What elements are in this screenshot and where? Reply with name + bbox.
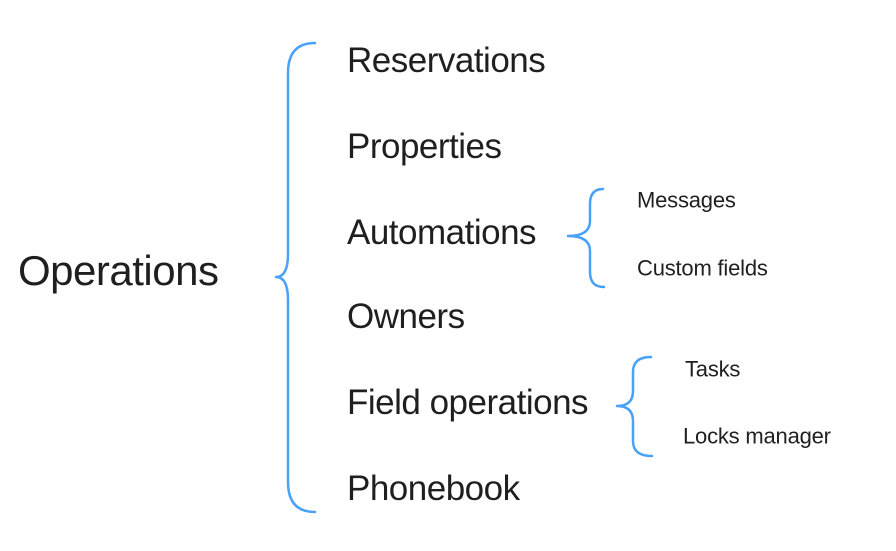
brace-field-operations — [615, 355, 654, 458]
node-locks-manager: Locks manager — [683, 423, 831, 449]
brace-operations — [274, 41, 317, 514]
node-tasks: Tasks — [685, 356, 741, 382]
node-operations: Operations — [18, 247, 219, 295]
brace-automations — [566, 187, 606, 289]
node-custom-fields: Custom fields — [637, 255, 768, 281]
node-automations: Automations — [347, 212, 537, 252]
node-phonebook: Phonebook — [347, 468, 520, 508]
node-properties: Properties — [347, 126, 502, 166]
node-field-operations: Field operations — [347, 382, 589, 422]
node-messages: Messages — [637, 187, 736, 213]
node-owners: Owners — [347, 296, 465, 336]
node-reservations: Reservations — [347, 40, 546, 80]
